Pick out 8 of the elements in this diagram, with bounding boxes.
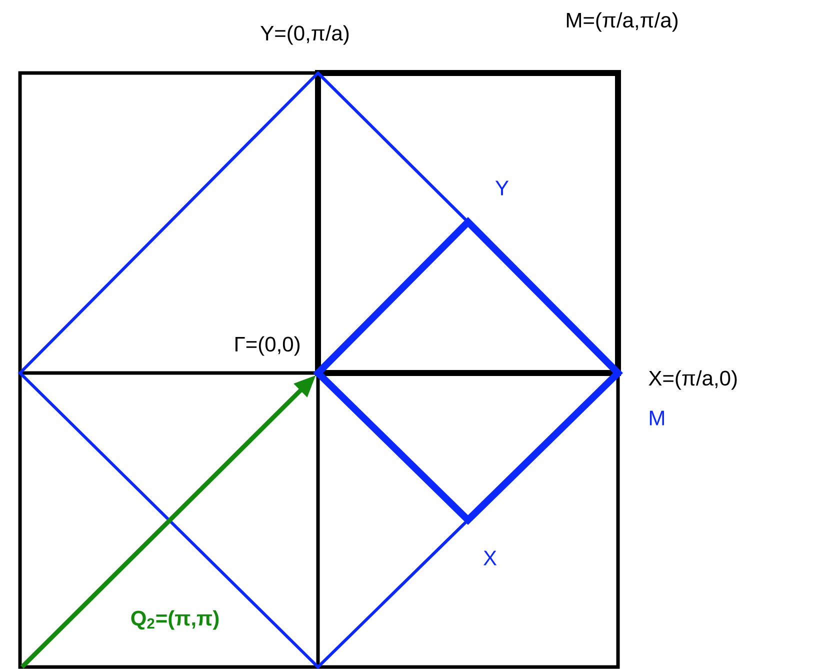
point-label: Γ=(0,0) <box>236 336 300 356</box>
point-label: M <box>650 410 664 426</box>
point-label: Y <box>495 180 509 196</box>
point-label: M=(π/a,π/a) <box>566 12 678 32</box>
point-label: X <box>483 550 497 566</box>
vector-label: Q$_{2}$=(π,π) <box>131 610 219 630</box>
point-label: Y=(0,π/a) <box>260 25 349 45</box>
point-label: X=(π/a,0) <box>648 370 737 390</box>
